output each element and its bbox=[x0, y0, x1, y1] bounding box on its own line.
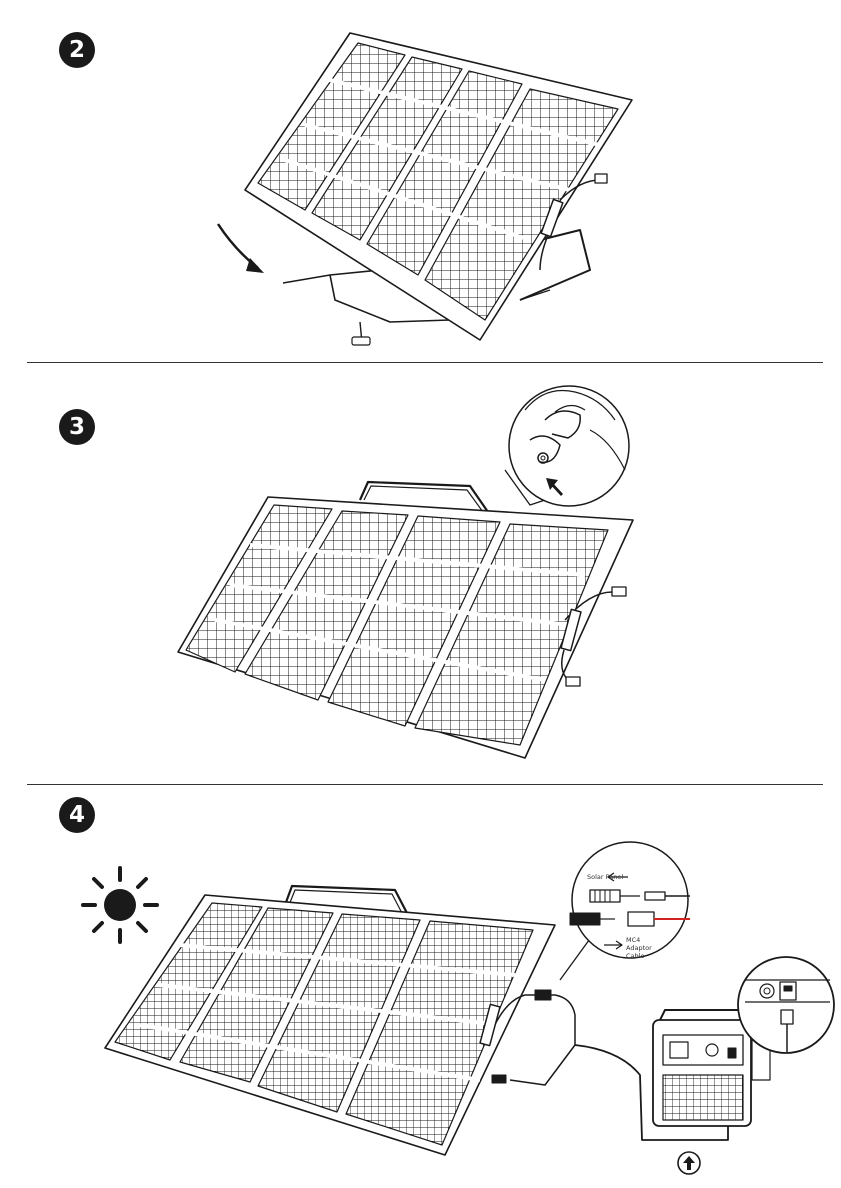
sun-icon bbox=[83, 868, 157, 942]
step-2-panel-illustration bbox=[218, 33, 632, 345]
adaptor-label-line2: Adaptor bbox=[626, 944, 652, 952]
step-3-panel-illustration bbox=[178, 386, 633, 758]
step-4-panel-illustration bbox=[105, 842, 834, 1155]
port-zoom-callout bbox=[738, 957, 834, 1053]
adaptor-label-line1: MC4 bbox=[626, 936, 640, 944]
solar-panel-label: Solar Panel bbox=[587, 873, 623, 881]
adaptor-label-line3: Cable bbox=[626, 952, 644, 960]
upload-arrow-icon bbox=[678, 1152, 700, 1174]
clip-zoom-callout bbox=[509, 386, 629, 506]
